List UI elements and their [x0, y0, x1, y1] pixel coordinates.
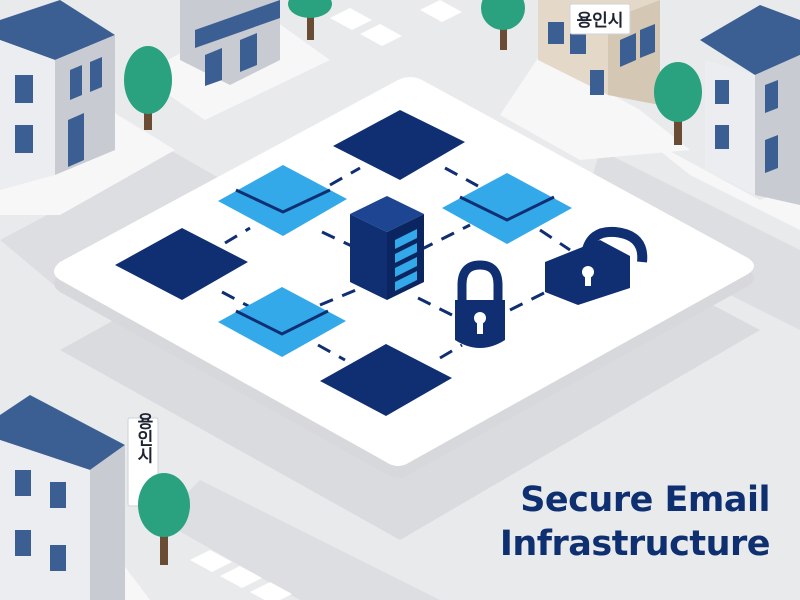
sidewalk: [500, 55, 690, 160]
sign-icon: 용인시: [569, 3, 631, 35]
sidewalk: [0, 110, 175, 215]
sign-label-bottom-left: 용인시: [133, 412, 153, 463]
tree-icon: [124, 46, 172, 130]
sidewalk: [640, 135, 800, 230]
padlock-icon: [455, 260, 505, 348]
navy-tile-icon: [320, 344, 452, 416]
house-icon: [0, 395, 125, 600]
tree-icon: [654, 62, 702, 145]
navy-tile-icon: [333, 110, 465, 180]
caption: Secure Email Infrastructure: [480, 478, 771, 566]
house-icon: [0, 0, 115, 190]
server-icon: [350, 196, 424, 300]
house-icon: [700, 5, 800, 205]
sign-label-top-right: 용인시: [577, 11, 624, 31]
tree-icon: [288, 0, 332, 40]
envelope-icon: [218, 287, 346, 357]
navy-tile-icon: [115, 228, 248, 300]
house-icon: [180, 0, 280, 86]
tree-icon: [481, 0, 525, 50]
caption-line-1: Secure Email: [520, 480, 770, 520]
crosswalk-bottom: [190, 550, 292, 600]
crosswalk-top: [330, 0, 462, 46]
road-strip: [160, 480, 440, 600]
envelope-icon: [218, 165, 347, 236]
padlock-icon: [545, 226, 648, 305]
caption-line-2: Infrastructure: [499, 524, 771, 564]
tree-icon: [138, 473, 190, 565]
road-strip: [0, 150, 240, 290]
envelope-icon: [442, 173, 572, 244]
